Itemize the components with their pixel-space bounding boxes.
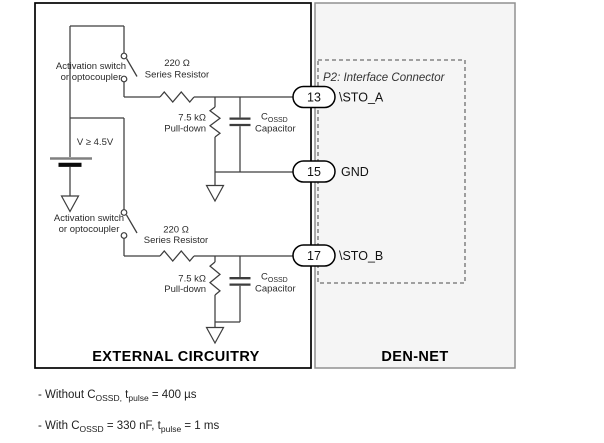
channel-a-switch-contact-top — [120, 52, 128, 60]
external-title: EXTERNAL CIRCUITRY — [92, 349, 260, 365]
channel-b-pulldown-value: 7.5 kΩ — [178, 274, 206, 285]
channel-b-switch-blade — [125, 214, 138, 234]
channel-b-switch-contact-bottom — [120, 232, 128, 239]
note2-sub1: OSSD — [80, 424, 104, 434]
channel-b-pulldown-resistor — [209, 261, 221, 296]
note1-sub2: pulse — [128, 393, 149, 403]
channel-b-cap-base: C — [261, 272, 268, 283]
note-without-cossd: - Without COSSD, tpulse = 400 µs — [38, 389, 197, 403]
pin-13: 13 \STO_A — [292, 85, 384, 109]
channel-b-series-resistor — [159, 250, 195, 262]
den-net-box-rect — [314, 2, 516, 369]
channel-a-pulldown-value: 7.5 kΩ — [178, 113, 206, 124]
channel-b-pulldown-name: Pull-down — [164, 284, 206, 295]
note2-prefix: - With C — [38, 420, 80, 432]
note1-suffix: = 400 µs — [149, 389, 197, 401]
pin-15: 15 GND — [292, 160, 369, 183]
note1-mid: t — [122, 389, 129, 401]
pin-17: 17 \STO_B — [292, 244, 383, 267]
channel-b-series-name: Series Resistor — [144, 235, 208, 246]
den-net-title: DEN-NET — [381, 349, 448, 365]
channel-a-cap-base: C — [261, 112, 268, 123]
interface-connector-title: P2: Interface Connector — [323, 72, 446, 84]
channel-b-switch-label-2: or optocoupler — [59, 224, 120, 235]
channel-b-cap-symbol: COSSD — [261, 272, 288, 285]
channel-a-pulldown-resistor — [208, 106, 222, 138]
connector-pins: 13 \STO_A 15 GND 17 \STO_B — [292, 85, 384, 267]
interface-connector-region: P2: Interface Connector — [317, 59, 466, 284]
channel-a-switch-label-1: Activation switch — [56, 61, 126, 72]
channel-a-switch-contact-bottom — [120, 75, 128, 83]
channel-b-cap-name: Capacitor — [255, 284, 296, 295]
pin-15-number: 15 — [307, 165, 321, 179]
battery-ground-icon — [60, 195, 80, 213]
channel-a-ground-icon — [205, 184, 225, 203]
pin-17-oval — [292, 244, 336, 267]
channel-b-ground-icon — [205, 326, 225, 345]
channel-b-switch-contact-top — [120, 209, 128, 216]
footnotes: - Without COSSD, tpulse = 400 µs - With … — [38, 389, 219, 434]
pin-15-label: GND — [341, 165, 369, 179]
battery-circuit: V ≥ 4.5V — [50, 25, 124, 213]
pin-13-label: \STO_A — [339, 90, 384, 104]
channel-a-series-resistor — [159, 91, 195, 103]
external-box-rect — [34, 2, 312, 369]
channel-a-switch-blade — [125, 58, 138, 77]
note2-mid: = 330 nF, t — [104, 420, 162, 432]
channel-a-cap-symbol: COSSD — [261, 112, 288, 125]
pin-13-number: 13 — [307, 90, 321, 104]
pin-15-oval — [292, 160, 336, 183]
note1-prefix: - Without C — [38, 389, 96, 401]
battery-voltage-label: V ≥ 4.5V — [77, 137, 114, 148]
note1-sub1: OSSD, — [96, 393, 122, 403]
channel-b-switch-label-1: Activation switch — [54, 213, 124, 224]
external-circuitry-box: EXTERNAL CIRCUITRY — [34, 2, 312, 369]
channel-b-series-value: 220 Ω — [163, 225, 189, 236]
interface-connector-dashed-rect — [317, 59, 466, 284]
channel-b: Activation switch or optocoupler 220 Ω S… — [54, 118, 296, 345]
channel-b-cap-sub: OSSD — [268, 277, 288, 284]
channel-a-series-value: 220 Ω — [164, 58, 190, 69]
note-with-cossd: - With COSSD = 330 nF, tpulse = 1 ms — [38, 420, 219, 434]
channel-a-cap-name: Capacitor — [255, 124, 296, 135]
channel-a-series-name: Series Resistor — [145, 70, 209, 81]
pin-17-label: \STO_B — [339, 249, 383, 263]
pin-13-oval — [292, 85, 336, 109]
den-net-box: DEN-NET — [314, 2, 516, 369]
pin-17-number: 17 — [307, 249, 321, 263]
channel-a-switch-label-2: or optocoupler — [61, 72, 122, 83]
channel-a-pulldown-name: Pull-down — [164, 124, 206, 135]
channel-a-cap-sub: OSSD — [268, 117, 288, 124]
note2-suffix: = 1 ms — [181, 420, 219, 432]
channel-a: Activation switch or optocoupler 220 Ω S… — [56, 26, 296, 203]
note2-sub2: pulse — [161, 424, 182, 434]
